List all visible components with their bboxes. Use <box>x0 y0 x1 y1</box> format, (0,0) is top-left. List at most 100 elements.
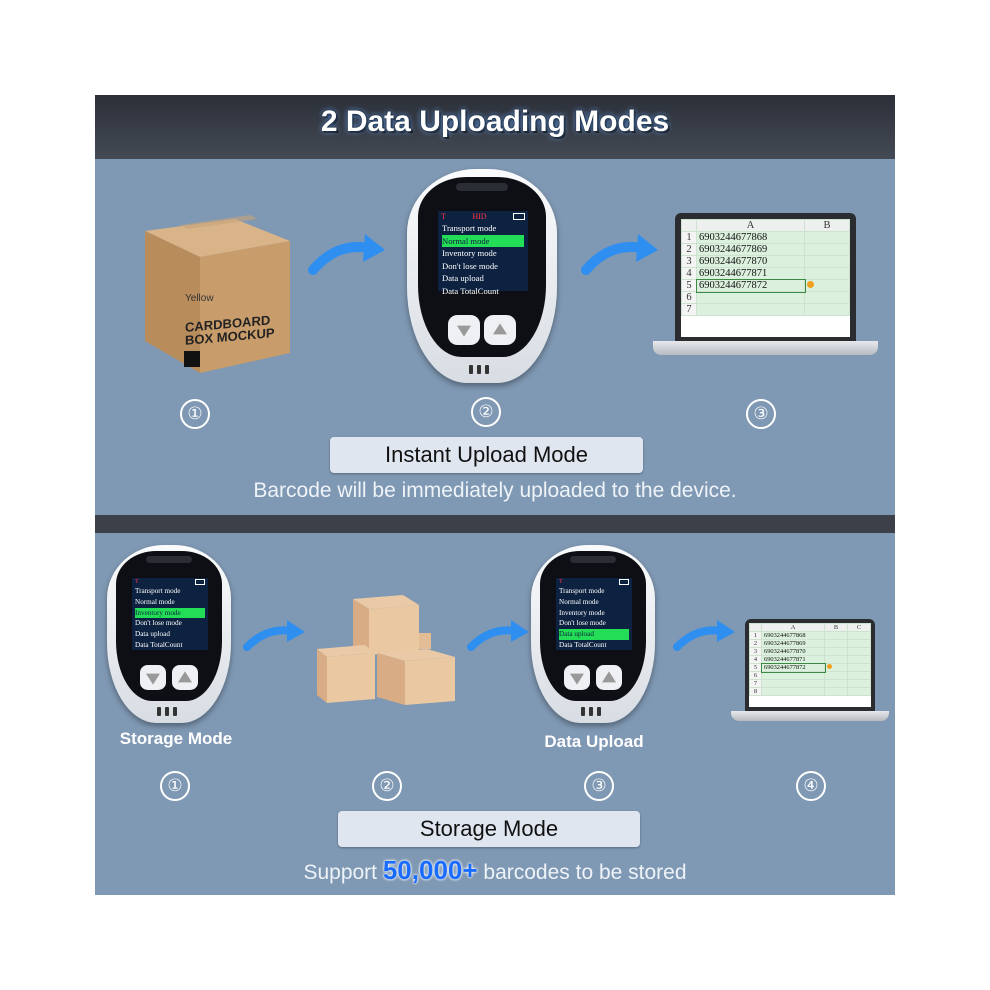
laptop-base <box>731 711 889 721</box>
menu-item-data-upload[interactable]: Data upload <box>559 629 629 640</box>
scanner-window <box>146 556 192 563</box>
menu-item-total-count[interactable]: Data TotalCount <box>559 640 607 649</box>
col-header-a: A <box>761 623 825 632</box>
chevron-down-icon <box>457 325 471 337</box>
box-brand: Yellow <box>185 293 214 304</box>
row-number: 2 <box>681 243 697 256</box>
cardboard-box-image: Yellow CARDBOARD BOX MOCKUP <box>140 213 295 378</box>
arrow-right-icon <box>467 620 529 651</box>
laptop-base <box>653 341 878 355</box>
row-number: 4 <box>749 655 762 664</box>
caption-pre: Support <box>303 861 383 884</box>
infographic-panel: 2 Data Uploading Modes Yellow CARDBOARD … <box>95 95 895 895</box>
row-number: 4 <box>681 267 697 280</box>
cell-barcode[interactable]: 6903244677869 <box>696 243 805 256</box>
menu-item-inventory[interactable]: Inventory mode <box>135 607 205 619</box>
stacked-boxes-image <box>315 593 465 709</box>
status-bar: T <box>132 578 208 586</box>
down-button[interactable] <box>140 665 166 690</box>
up-button[interactable] <box>596 665 622 690</box>
warning-icon <box>807 281 814 288</box>
up-button[interactable] <box>172 665 198 690</box>
cell-barcode[interactable] <box>761 679 825 688</box>
cell-barcode[interactable] <box>761 687 825 696</box>
title-bar: 2 Data Uploading Modes <box>95 95 895 159</box>
cell-barcode-selected[interactable]: 6903244677872 <box>695 278 806 293</box>
down-button[interactable] <box>564 665 590 690</box>
row-number: 6 <box>681 291 697 304</box>
speaker-grille <box>157 707 177 716</box>
chevron-up-icon <box>178 670 192 682</box>
down-button[interactable] <box>448 315 480 345</box>
cell-barcode-selected[interactable]: 6903244677872 <box>760 662 826 673</box>
row-number: 5 <box>681 279 697 292</box>
speaker-grille <box>581 707 601 716</box>
menu-item-normal[interactable]: Normal mode <box>442 234 524 248</box>
chevron-down-icon <box>146 673 160 685</box>
menu-item-transport[interactable]: Transport mode <box>442 223 497 233</box>
page-title: 2 Data Uploading Modes <box>320 105 670 138</box>
menu-item-total-count[interactable]: Data TotalCount <box>442 285 499 296</box>
cell-barcode[interactable] <box>761 671 825 680</box>
up-button[interactable] <box>484 315 516 345</box>
scanner-device: T HID Transport mode Normal mode Invento… <box>407 169 557 383</box>
step-2: ② <box>372 771 402 801</box>
col-header-a: A <box>696 219 805 232</box>
row-number: 5 <box>749 663 762 672</box>
speaker-grille <box>469 365 489 374</box>
device-label-upload: Data Upload <box>544 732 644 751</box>
device-menu: Transport mode Normal mode Inventory mod… <box>132 586 208 651</box>
menu-item-inventory[interactable]: Inventory mode <box>442 248 497 259</box>
cell-barcode[interactable]: 6903244677871 <box>696 267 805 280</box>
warning-icon <box>827 664 832 669</box>
col-header-b: B <box>824 623 848 632</box>
battery-icon <box>512 213 525 220</box>
mode-label-storage: Storage Mode <box>338 811 640 847</box>
cell-barcode[interactable]: 6903244677870 <box>696 255 805 268</box>
cell-barcode[interactable]: 6903244677870 <box>761 647 825 656</box>
row-number: 6 <box>749 671 762 680</box>
cell-barcode[interactable]: 6903244677868 <box>696 231 805 244</box>
menu-item-dont-lose[interactable]: Don't lose mode <box>442 260 498 271</box>
device-screen: T Transport mode Normal mode Inventory m… <box>556 578 632 650</box>
menu-item-total-count[interactable]: Data TotalCount <box>135 640 183 649</box>
caption-storage: Support 50,000+ barcodes to be stored <box>95 855 895 886</box>
cell-barcode[interactable]: 6903244677871 <box>761 655 825 664</box>
menu-item-transport[interactable]: Transport mode <box>559 587 605 595</box>
menu-item-data-upload[interactable]: Data upload <box>442 273 484 284</box>
row-number: 1 <box>681 231 697 244</box>
row-number: 2 <box>749 639 762 648</box>
menu-item-transport[interactable]: Transport mode <box>135 587 181 595</box>
cell-barcode[interactable] <box>696 303 805 316</box>
status-indicator: T <box>559 579 563 585</box>
menu-item-inventory[interactable]: Inventory mode <box>559 608 605 617</box>
cell-barcode[interactable]: 6903244677869 <box>761 639 825 648</box>
chevron-down-icon <box>570 673 584 685</box>
row-number: 3 <box>749 647 762 656</box>
scanner-window <box>570 556 616 563</box>
step-2: ② <box>471 397 501 427</box>
step-3: ③ <box>746 399 776 429</box>
menu-item-normal[interactable]: Normal mode <box>135 597 175 606</box>
chevron-up-icon <box>493 323 507 335</box>
arrow-right-icon <box>581 234 658 275</box>
device-menu: Transport mode Normal mode Inventory mod… <box>438 222 528 298</box>
menu-item-normal[interactable]: Normal mode <box>559 597 599 606</box>
step-1: ① <box>160 771 190 801</box>
menu-item-dont-lose[interactable]: Don't lose mode <box>135 619 182 628</box>
row-number: 7 <box>681 303 697 316</box>
arrow-right-icon <box>308 234 385 275</box>
device-menu: Transport mode Normal mode Inventory mod… <box>556 586 632 651</box>
col-header-b: B <box>804 219 850 232</box>
step-4: ④ <box>796 771 826 801</box>
cell-barcode[interactable]: 6903244677868 <box>761 631 825 640</box>
status-indicator: T <box>441 212 446 221</box>
menu-item-dont-lose[interactable]: Don't lose mode <box>559 619 606 628</box>
step-1: ① <box>180 399 210 429</box>
cell-barcode[interactable] <box>696 291 805 304</box>
device-screen: T HID Transport mode Normal mode Invento… <box>438 211 528 296</box>
menu-item-data-upload[interactable]: Data upload <box>135 630 170 639</box>
